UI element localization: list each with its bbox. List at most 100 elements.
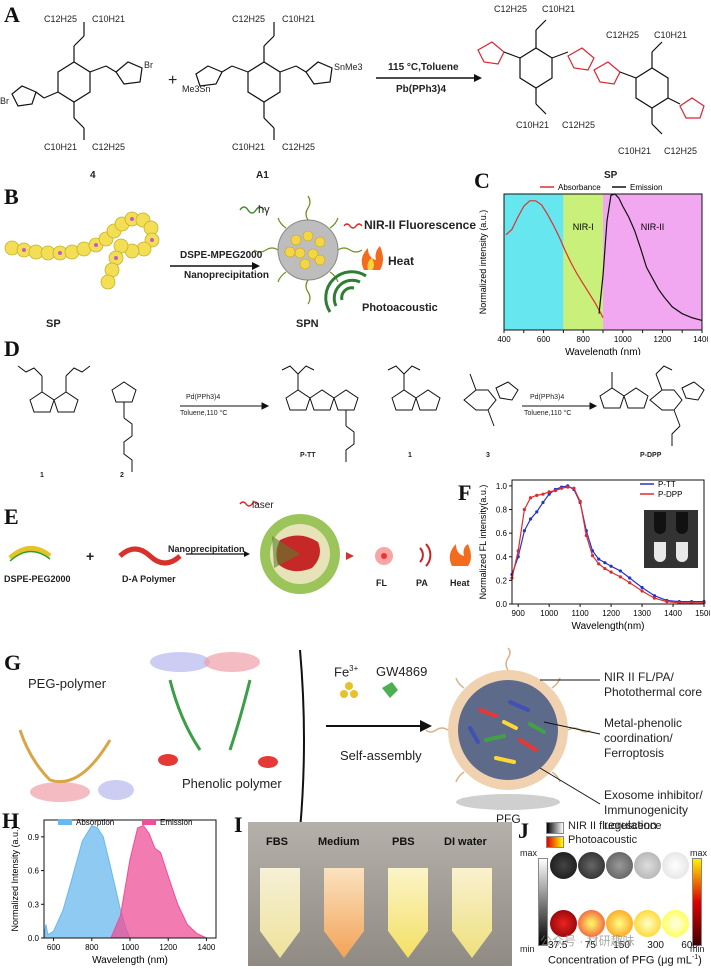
series-line-0 (505, 200, 604, 319)
e-laser: laser (252, 500, 274, 511)
pfg-nanoparticle (425, 647, 591, 810)
y-tick-label-4: 0.8 (496, 506, 508, 515)
x-tick-label-3: 1200 (602, 609, 620, 618)
d-cond2-bottom: Toluene,110 °C (524, 410, 572, 417)
series-1-point-5 (541, 492, 545, 496)
j-fl-colorbar (538, 858, 548, 946)
vial-medium (324, 868, 364, 958)
g-assembly-label: Self-assembly (340, 748, 422, 763)
series-0-point-3 (528, 517, 533, 521)
pa-icon (419, 543, 432, 567)
series-0-point-6 (547, 492, 551, 496)
compound-4-label: 4 (90, 170, 96, 181)
d-cond2-top: Pd(PPh3)4 (530, 394, 565, 401)
series-1-point-8 (559, 486, 564, 490)
series-1-point-17 (618, 575, 622, 579)
a-conditions-bottom: Pb(PPh3)4 (396, 84, 447, 95)
vial-label-fbs: FBS (266, 836, 288, 848)
e-plus: + (86, 548, 95, 564)
series-1-point-20 (652, 596, 657, 600)
panel-label-e: E (4, 504, 19, 529)
sp-sub-c12d: C12H25 (664, 146, 698, 156)
j-legend-fl-swatch (546, 822, 564, 834)
series-0-point-16 (609, 564, 613, 568)
region-label-2: NIR-II (641, 222, 665, 232)
vial-pbs (388, 868, 428, 958)
j-min-right: min (690, 944, 705, 954)
panel-a-scheme (11, 19, 705, 140)
series-1-point-13 (590, 553, 595, 558)
series-1-point-3 (528, 496, 533, 500)
plot-frame (511, 479, 705, 605)
d-compound-1b: 1 (408, 452, 412, 459)
vial-photo: FBS Medium PBS DI water (248, 822, 512, 966)
a-sub-c10-1: C10H21 (92, 14, 126, 24)
g-core-label: NIR II FL/PA/ Photothermal core (604, 670, 703, 699)
a-plus: + (168, 72, 178, 89)
sp-sub-c12c: C12H25 (562, 120, 596, 130)
x-tick-label-4: 1400 (198, 943, 216, 952)
region-label-1: NIR-I (573, 222, 594, 232)
series-1-point-7 (553, 489, 557, 493)
a-sub-c12-2: C12H25 (92, 142, 126, 152)
fe-ion-icon (340, 690, 348, 698)
series-0-point-17 (618, 569, 622, 573)
panel-label-h: H (2, 808, 20, 833)
b-heat: Heat (388, 254, 415, 268)
laser-icon (239, 501, 259, 507)
sp-sub-c10: C10H21 (542, 4, 576, 14)
d-compound-2: 2 (120, 472, 124, 479)
j-conc-5: 600 (681, 940, 698, 951)
a-sub-c12-1: C12H25 (44, 14, 78, 24)
y-tick-label-0: 0.0 (496, 600, 508, 609)
b-arrow-bottom: Nanoprecipitation (184, 270, 270, 281)
f-inset-photo (644, 510, 698, 568)
series-1-point-19 (640, 589, 644, 593)
photoacoustic-wave-icon (324, 270, 367, 313)
y-axis-label: Normalized Intensity (a.u.) (10, 826, 20, 931)
a-br-right: Br (144, 60, 153, 70)
e-polymer: D-A Polymer (122, 574, 176, 584)
b-spn-label: SPN (296, 318, 319, 330)
x-tick-label-2: 600 (537, 335, 551, 344)
b-sp-label: SP (46, 318, 61, 330)
polymer-sp-label: SP (604, 170, 618, 181)
b-hv: hγ (258, 204, 270, 216)
series-1-point-21 (665, 600, 669, 604)
series-line-1 (598, 193, 703, 322)
panel-label-i: I (234, 812, 243, 837)
panel-label-g: G (4, 650, 22, 675)
j-conc-4: 300 (647, 940, 664, 951)
series-0-point-4 (535, 510, 539, 514)
e-pa: PA (416, 578, 428, 588)
panel-e-scheme (8, 501, 471, 594)
x-tick-label-2: 1000 (121, 943, 139, 952)
panel-label-d: D (4, 336, 20, 361)
sp-sub-c10d: C10H21 (618, 146, 652, 156)
legend-label-1: Emission (160, 818, 192, 827)
e-heat: Heat (450, 578, 470, 588)
series-1-point-10 (572, 486, 576, 490)
y-tick-label-0: 0.0 (28, 934, 40, 943)
d-compound-1: 1 (40, 472, 44, 479)
lipid-chain-icon (8, 546, 52, 560)
x-tick-label-3: 1200 (159, 943, 177, 952)
y-tick-label-2: 0.4 (496, 553, 508, 562)
fluorescence-wave-icon (343, 223, 363, 229)
a-conditions-top: 115 °C,Toluene (388, 62, 459, 73)
j-conc-2: 75 (584, 940, 596, 951)
g-peg-label: PEG-polymer (28, 676, 107, 691)
g-phenolic-label: Phenolic polymer (182, 776, 282, 791)
j-max-right: max (690, 848, 708, 858)
vial-label-pbs: PBS (392, 836, 415, 848)
a-br-left: Br (0, 96, 9, 106)
y-tick-label-3: 0.9 (28, 833, 40, 842)
d-cond1-top: Pd(PPh3)4 (186, 394, 221, 401)
j-max-left: max (520, 848, 538, 858)
series-1-point-18 (628, 581, 632, 585)
watermark: 公众号 · 材研趣味 (540, 934, 635, 948)
e-lipid: DSPE-PEG2000 (4, 574, 71, 584)
y-tick-label-1: 0.3 (28, 900, 40, 909)
sp-chain-beads (4, 211, 160, 290)
